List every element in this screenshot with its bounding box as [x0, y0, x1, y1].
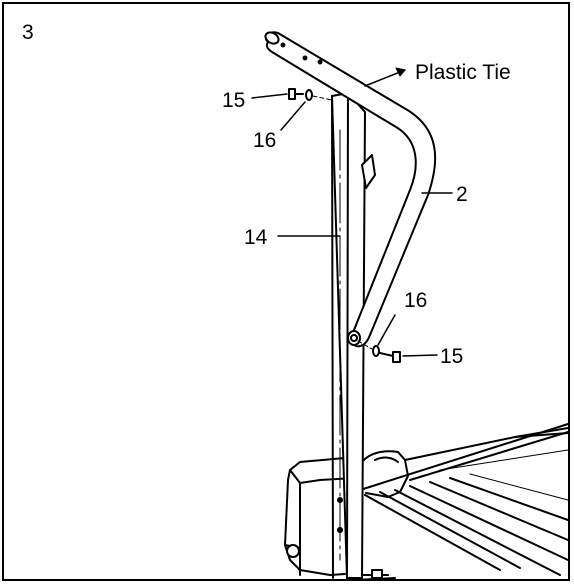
bolt-bottom-label: 15: [440, 345, 464, 368]
bolt-top-label: 15: [222, 89, 246, 112]
handrail-label: 2: [456, 183, 468, 206]
bolt-bottom: [357, 340, 401, 363]
step-number: 3: [22, 21, 34, 44]
washer-bottom-label: 16: [404, 289, 428, 312]
upright-label: 14: [244, 226, 268, 249]
washer-top-label: 16: [253, 129, 277, 152]
bolt-top: [288, 88, 333, 101]
treadmill-base: [284, 423, 569, 581]
handrail-tube: [264, 31, 437, 348]
plastic-tie-label: Plastic Tie: [415, 61, 511, 84]
diagram-frame: [2, 2, 570, 581]
